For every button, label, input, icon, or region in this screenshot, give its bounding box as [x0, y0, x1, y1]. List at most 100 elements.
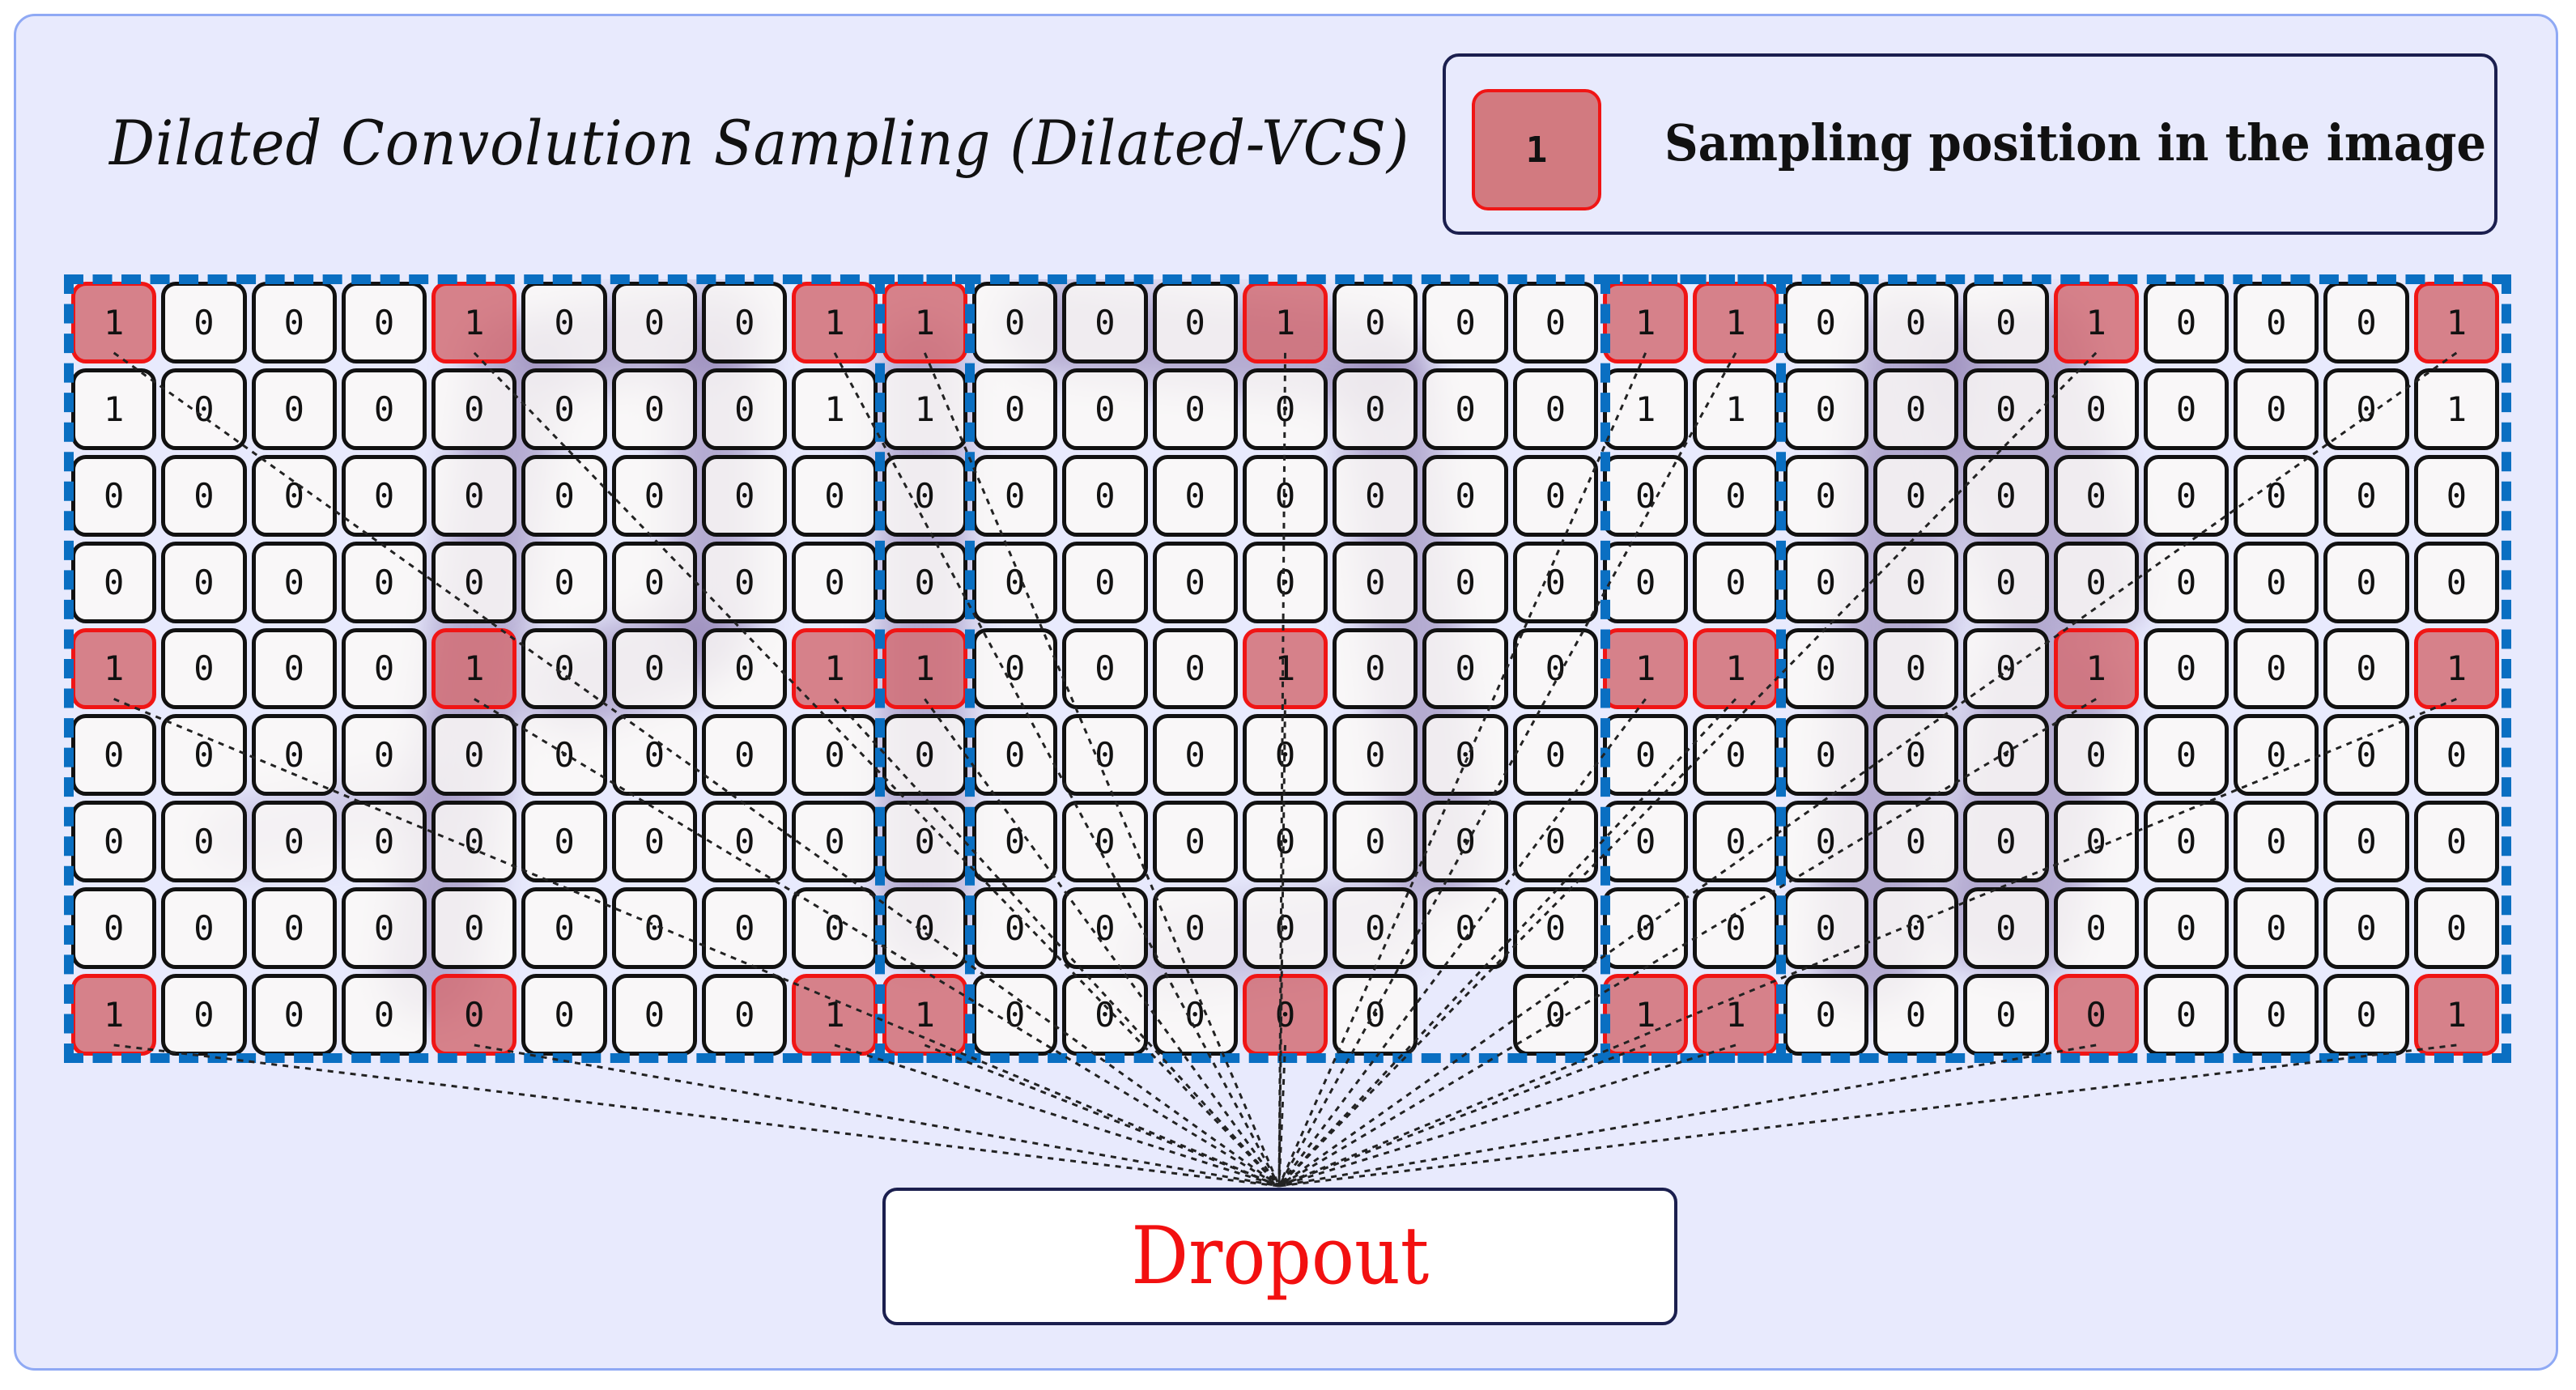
grid-cell: 0 — [1333, 887, 1418, 970]
grid-cell: 0 — [1603, 541, 1689, 623]
grid-cell: 0 — [161, 887, 247, 970]
grid-cell: 0 — [1872, 368, 1959, 450]
grid-cell: 0 — [1783, 541, 1868, 623]
grid-cell: 0 — [702, 454, 788, 537]
grid-cell: 0 — [1333, 368, 1418, 450]
grid-cell: 0 — [1062, 368, 1148, 450]
grid-cell: 0 — [971, 282, 1058, 363]
legend-label: Sampling position in the image — [1664, 113, 2487, 172]
grid-cell: 0 — [1242, 801, 1328, 883]
grid-cell: 0 — [1333, 454, 1418, 537]
grid-cell: 0 — [1603, 887, 1689, 970]
grid-cell: 0 — [1062, 282, 1148, 363]
grid-cell: 0 — [1963, 541, 2049, 623]
grid-cell: 0 — [161, 974, 247, 1056]
sampled-cell: 1 — [1693, 974, 1779, 1056]
grid-cell: 0 — [1422, 541, 1508, 623]
grid-cell: 0 — [341, 368, 427, 450]
grid-cell: 0 — [702, 368, 788, 450]
grid-cell: 0 — [521, 541, 607, 623]
sampled-cell: 1 — [792, 974, 878, 1056]
grid-cell: 1 — [1693, 368, 1779, 450]
grid-cell: 0 — [1333, 974, 1418, 1056]
grid-cell: 0 — [971, 801, 1058, 883]
grid-cell: 0 — [1872, 454, 1959, 537]
grid-cell: 0 — [1872, 627, 1959, 710]
sampled-cell: 1 — [1242, 282, 1328, 363]
grid-cell: 0 — [2053, 368, 2139, 450]
sampled-cell: 1 — [1693, 627, 1779, 710]
sampled-cell: 1 — [1603, 282, 1689, 363]
grid-cell: 0 — [1512, 801, 1599, 883]
grid-cell: 0 — [611, 627, 698, 710]
grid-cell: 0 — [1512, 541, 1599, 623]
grid-cell: 0 — [1783, 282, 1868, 363]
grid-cell: 0 — [251, 454, 337, 537]
grid-cell: 0 — [1152, 627, 1238, 710]
grid-cell: 0 — [521, 801, 607, 883]
grid-cell: 0 — [2234, 627, 2319, 710]
sampled-cell: 1 — [1242, 627, 1328, 710]
sampled-cell: 1 — [431, 627, 517, 710]
grid-cell: 0 — [71, 887, 157, 970]
grid-cell: 0 — [1152, 801, 1238, 883]
legend-sample-swatch: 1 — [1472, 89, 1601, 210]
sampled-cell: 1 — [2413, 627, 2499, 710]
grid-cell: 0 — [1152, 541, 1238, 623]
grid-cell: 0 — [1872, 974, 1959, 1056]
grid-cell: 0 — [2413, 801, 2499, 883]
grid-cell: 0 — [71, 714, 157, 797]
grid-cell: 0 — [1333, 801, 1418, 883]
grid-cell: 0 — [161, 714, 247, 797]
grid-cell: 0 — [2234, 541, 2319, 623]
sampled-cell: 1 — [431, 282, 517, 363]
sampled-cell: 1 — [882, 627, 967, 710]
grid-cell: 0 — [702, 714, 788, 797]
grid-cell: 0 — [251, 541, 337, 623]
grid-cell: 0 — [2323, 887, 2409, 970]
sampled-cell: 1 — [71, 627, 157, 710]
grid-cell: 0 — [2234, 801, 2319, 883]
dropout-box: Dropout — [882, 1188, 1677, 1325]
sampled-cell: 1 — [2053, 627, 2139, 710]
grid-cell: 0 — [1242, 887, 1328, 970]
grid-cell: 0 — [1422, 282, 1508, 363]
sampled-cell: 1 — [2413, 974, 2499, 1056]
grid-cell: 0 — [2413, 887, 2499, 970]
grid-cell: 0 — [1062, 627, 1148, 710]
grid-cell: 0 — [1783, 714, 1868, 797]
sampled-cell: 1 — [1603, 627, 1689, 710]
grid-cell: 0 — [521, 454, 607, 537]
grid-cell: 0 — [792, 714, 878, 797]
grid-cell: 0 — [2413, 541, 2499, 623]
grid-cell: 0 — [611, 282, 698, 363]
grid-cell: 0 — [611, 974, 698, 1056]
grid-cell: 0 — [1333, 282, 1418, 363]
grid-cell: 0 — [251, 974, 337, 1056]
grid-cell: 1 — [2413, 368, 2499, 450]
grid-cell: 0 — [2053, 801, 2139, 883]
grid-cell: 0 — [71, 541, 157, 623]
grid-cell: 0 — [1422, 714, 1508, 797]
grid-cell: 0 — [2143, 368, 2230, 450]
grid-cell: 0 — [1963, 368, 2049, 450]
grid-cell: 0 — [431, 541, 517, 623]
grid-cell: 0 — [1333, 627, 1418, 710]
grid-cell: 0 — [2143, 887, 2230, 970]
grid-cell: 0 — [971, 454, 1058, 537]
grid-cell: 1 — [71, 368, 157, 450]
grid-cell: 0 — [251, 368, 337, 450]
grid-cell: 0 — [1963, 974, 2049, 1056]
grid-cell: 0 — [431, 454, 517, 537]
grid-cell: 0 — [971, 887, 1058, 970]
grid-cell: 0 — [2143, 541, 2230, 623]
grid-cell: 0 — [1872, 282, 1959, 363]
grid-cell: 0 — [71, 454, 157, 537]
grid-cell: 0 — [882, 801, 967, 883]
grid-cell: 0 — [1963, 887, 2049, 970]
grid-cell: 0 — [1062, 974, 1148, 1056]
grid-cell: 0 — [1512, 627, 1599, 710]
grid-cell: 0 — [792, 887, 878, 970]
grid-cell: 0 — [1963, 454, 2049, 537]
